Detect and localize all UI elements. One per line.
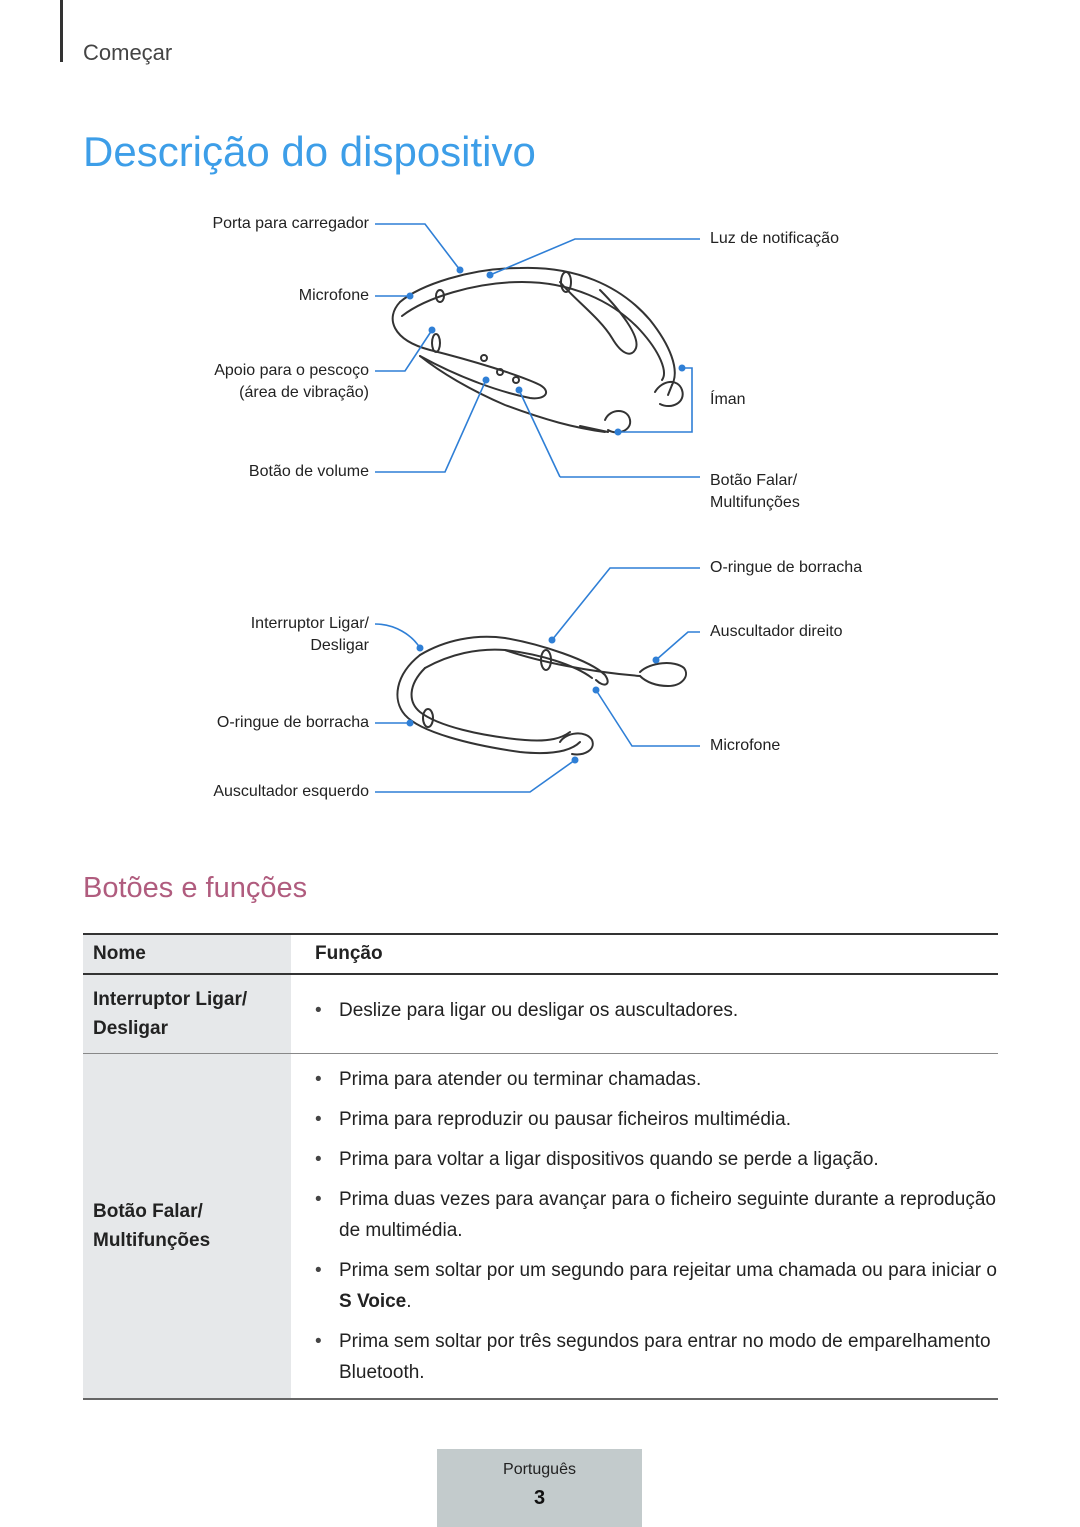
label-magnet: Íman [710, 391, 746, 408]
table-row: Botão Falar/ Multifunções Prima para ate… [83, 1053, 998, 1400]
header-name: Nome [83, 933, 291, 975]
label-notification-light: Luz de notificação [710, 230, 839, 247]
row-name-line: Botão Falar/ [93, 1201, 203, 1222]
page-footer: Português 3 [437, 1449, 642, 1527]
bullet-item: Prima sem soltar por um segundo para rej… [315, 1255, 998, 1317]
callouts-bottom [374, 567, 700, 793]
functions-table: Nome Função Interruptor Ligar/ Desligar … [83, 933, 998, 1400]
row-name-line: Interruptor Ligar/ [93, 989, 248, 1010]
table-header-row: Nome Função [83, 933, 998, 975]
label-volume-button: Botão de volume [248, 463, 369, 480]
label-neck-support: Apoio para o pescoço [214, 362, 369, 379]
corner-mark [60, 0, 63, 62]
header-function: Função [291, 933, 998, 975]
bullet-item: Prima para voltar a ligar dispositivos q… [315, 1144, 998, 1175]
bullet-text: Prima sem soltar por um segundo para rej… [339, 1260, 997, 1281]
label-talk-button-sub: Multifunções [710, 494, 800, 511]
label-neck-support-sub: (área de vibração) [239, 384, 369, 401]
bullet-item: Prima duas vezes para avançar para o fic… [315, 1184, 998, 1246]
callout-dots-top [406, 266, 686, 436]
row-name-line: Desligar [93, 1018, 168, 1039]
label-power-switch-sub: Desligar [310, 637, 369, 654]
page-number: 3 [533, 1487, 546, 1509]
bullet-item: Prima sem soltar por três segundos para … [315, 1326, 998, 1388]
label-talk-button: Botão Falar/ [710, 472, 798, 489]
footer-language: Português [503, 1461, 576, 1478]
label-rubber-ring-right: O-ringue de borracha [710, 559, 863, 576]
s-voice-term: S Voice [339, 1291, 407, 1312]
section-subtitle: Botões e funções [83, 872, 308, 904]
bullet-item: Prima para atender ou terminar chamadas. [315, 1064, 998, 1095]
table-row: Interruptor Ligar/ Desligar Deslize para… [83, 974, 998, 1054]
row-function: Prima para atender ou terminar chamadas.… [291, 1053, 998, 1400]
callouts-top [375, 223, 700, 478]
label-microphone-bottom: Microfone [710, 737, 781, 754]
headset-top-illustration [391, 266, 684, 434]
row-name-line: Multifunções [93, 1230, 211, 1251]
callout-dots-bottom [406, 636, 660, 764]
label-power-switch: Interruptor Ligar/ [250, 615, 369, 632]
row-function: Deslize para ligar ou desligar os auscul… [291, 974, 998, 1054]
label-right-earbud: Auscultador direito [710, 623, 843, 640]
bullet-text: . [406, 1291, 412, 1312]
device-diagram: Porta para carregador Microfone Apoio pa… [212, 215, 863, 800]
label-microphone-top: Microfone [298, 287, 369, 304]
bullet-item: Deslize para ligar ou desligar os auscul… [315, 995, 998, 1026]
row-name-talk-button: Botão Falar/ Multifunções [83, 1053, 291, 1400]
headset-bottom-illustration [396, 635, 687, 756]
row-name-power-switch: Interruptor Ligar/ Desligar [83, 974, 291, 1054]
section-label: Começar [83, 40, 173, 65]
bullet-item: Prima para reproduzir ou pausar ficheiro… [315, 1104, 998, 1135]
label-charging-port: Porta para carregador [212, 215, 369, 232]
page-title: Descrição do dispositivo [83, 128, 536, 175]
label-left-earbud: Auscultador esquerdo [213, 783, 369, 800]
label-rubber-ring-left: O-ringue de borracha [216, 714, 369, 731]
